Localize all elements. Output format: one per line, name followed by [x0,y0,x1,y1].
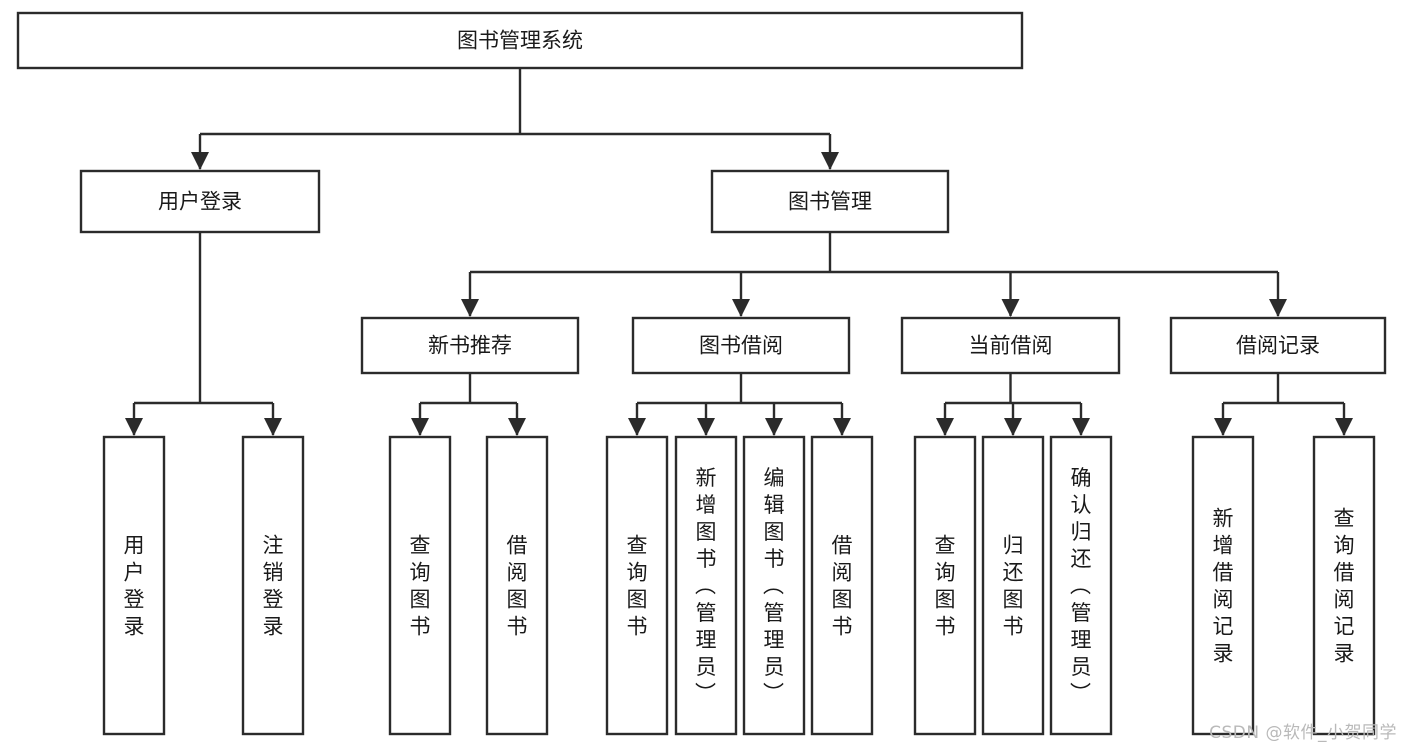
node-leaf-add-record[interactable]: 新增借阅记录 [1191,435,1255,736]
arrow-head-icon [411,418,429,436]
arrow-head-icon [461,299,479,317]
node-label: 图书管理系统 [457,29,583,53]
node-leaf-borrow-book[interactable]: 借阅图书 [810,435,874,736]
arrow-head-icon [1214,418,1232,436]
arrow-head-icon [508,418,526,436]
node-label: 当前借阅 [969,334,1053,358]
node-box[interactable] [16,11,1024,70]
node-box[interactable] [1169,316,1387,375]
arrow-head-icon [821,152,839,170]
node-new-book-rec[interactable]: 新书推荐 [360,316,580,375]
node-label: 新书推荐 [428,334,512,358]
node-root[interactable]: 图书管理系统 [16,11,1024,70]
node-label: 图书借阅 [699,334,783,358]
node-label: 查询借阅记录 [1334,507,1355,666]
watermark-label: CSDN @软件_小贺同学 [1209,723,1397,743]
node-label: 借阅记录 [1236,334,1320,358]
node-leaf-query-book-cur[interactable]: 查询图书 [913,435,977,736]
node-box[interactable] [1191,435,1255,736]
node-box[interactable] [900,316,1121,375]
node-book-borrow[interactable]: 图书借阅 [631,316,851,375]
node-leaf-user-logout[interactable]: 注销登录 [241,435,305,736]
node-box[interactable] [485,435,549,736]
node-leaf-borrow-book-rec[interactable]: 借阅图书 [485,435,549,736]
node-label: 查询图书 [410,534,431,639]
arrow-head-icon [697,418,715,436]
node-leaf-edit-book[interactable]: 编辑图书（管理员） [742,435,806,736]
arrow-head-icon [833,418,851,436]
node-borrow-record[interactable]: 借阅记录 [1169,316,1387,375]
node-label: 图书管理 [788,190,872,214]
arrow-head-icon [1001,299,1020,317]
node-box[interactable] [710,169,950,234]
node-label: 归还图书 [1003,534,1024,639]
arrow-head-icon [1335,418,1353,436]
node-leaf-add-book[interactable]: 新增图书（管理员） [674,435,738,736]
node-label: 查询图书 [627,534,648,639]
node-leaf-confirm-return[interactable]: 确认归还（管理员） [1049,435,1113,736]
node-box[interactable] [810,435,874,736]
node-box[interactable] [241,435,305,736]
node-book-manage[interactable]: 图书管理 [710,169,950,234]
node-box[interactable] [913,435,977,736]
node-box[interactable] [102,435,166,736]
node-box[interactable] [674,435,738,736]
arrow-head-icon [765,418,783,436]
node-label: 查询图书 [935,534,956,639]
node-box[interactable] [1312,435,1376,736]
arrow-head-icon [936,418,954,436]
node-label: 借阅图书 [832,534,853,639]
arrow-head-icon [1269,299,1287,317]
node-leaf-query-book-rec[interactable]: 查询图书 [388,435,452,736]
node-user-login[interactable]: 用户登录 [79,169,321,234]
node-leaf-user-login[interactable]: 用户登录 [102,435,166,736]
arrow-head-icon [191,152,209,170]
node-label: 编辑图书（管理员） [763,466,785,706]
node-label: 借阅图书 [507,534,528,639]
node-leaf-query-record[interactable]: 查询借阅记录 [1312,435,1376,736]
node-label: 注销登录 [263,534,284,639]
node-label: 新增图书（管理员） [695,466,717,706]
node-current-borrow[interactable]: 当前借阅 [900,316,1121,375]
node-label: 用户登录 [124,534,145,639]
node-box[interactable] [1049,435,1113,736]
node-box[interactable] [79,169,321,234]
node-leaf-query-book-borrow[interactable]: 查询图书 [605,435,669,736]
edges-layer [125,68,1353,436]
node-box[interactable] [605,435,669,736]
arrow-head-icon [1004,418,1022,436]
node-label: 确认归还（管理员） [1070,466,1092,706]
arrow-head-icon [264,418,282,436]
node-box[interactable] [360,316,580,375]
arrow-head-icon [628,418,646,436]
nodes-layer: 图书管理系统用户登录图书管理新书推荐图书借阅当前借阅借阅记录用户登录注销登录查询… [16,11,1387,736]
node-label: 新增借阅记录 [1213,507,1234,666]
arrow-head-icon [1072,418,1090,436]
node-label: 用户登录 [158,190,242,214]
arrow-head-icon [125,418,143,436]
arrow-head-icon [732,299,750,317]
node-box[interactable] [981,435,1045,736]
node-leaf-return-book[interactable]: 归还图书 [981,435,1045,736]
node-box[interactable] [388,435,452,736]
node-box[interactable] [742,435,806,736]
node-box[interactable] [631,316,851,375]
